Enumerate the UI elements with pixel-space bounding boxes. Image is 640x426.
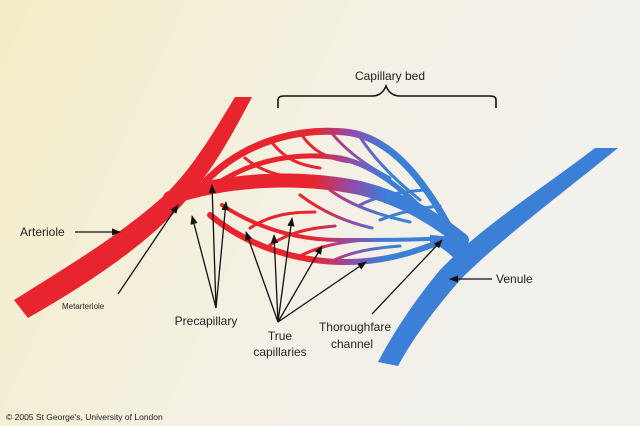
precapillary-arrow-3: [215, 201, 229, 309]
venule-label: Venule: [496, 272, 533, 286]
label-arrows: [75, 184, 492, 323]
true-capillaries-arrow-4: [277, 245, 323, 323]
copyright-notice: © 2005 St George's, University of London: [6, 412, 163, 422]
capillary-bed-label: Capillary bed: [355, 69, 425, 83]
precapillary-arrow-2: [208, 184, 217, 309]
metarteriole-arrow: [117, 204, 179, 295]
arteriole-label: Arteriole: [20, 225, 65, 239]
thoroughfare-label-line1: Thoroughfare: [319, 320, 391, 334]
venule-vessel: [378, 148, 618, 366]
thoroughfare-channel-vessel: [163, 173, 469, 247]
arteriole-vessel: [14, 97, 252, 318]
true-capillaries-label-line1: True: [268, 329, 293, 343]
precapillary-arrow-1: [190, 215, 217, 309]
capillary-bed-bracket: [277, 83, 497, 108]
thoroughfare-arrow: [371, 239, 443, 315]
true-capillaries-arrow-2: [270, 234, 279, 323]
precapillary-label: Precapillary: [175, 314, 238, 328]
true-capillaries-arrow-5: [277, 261, 367, 323]
true-capillaries-arrow-3: [277, 217, 295, 323]
true-capillaries-arrow-1: [245, 231, 279, 323]
thoroughfare-label-line2: channel: [331, 337, 373, 351]
metarteriole-label: Metarteriole: [62, 302, 105, 311]
true-capillaries-label-line2: capillaries: [253, 345, 306, 359]
